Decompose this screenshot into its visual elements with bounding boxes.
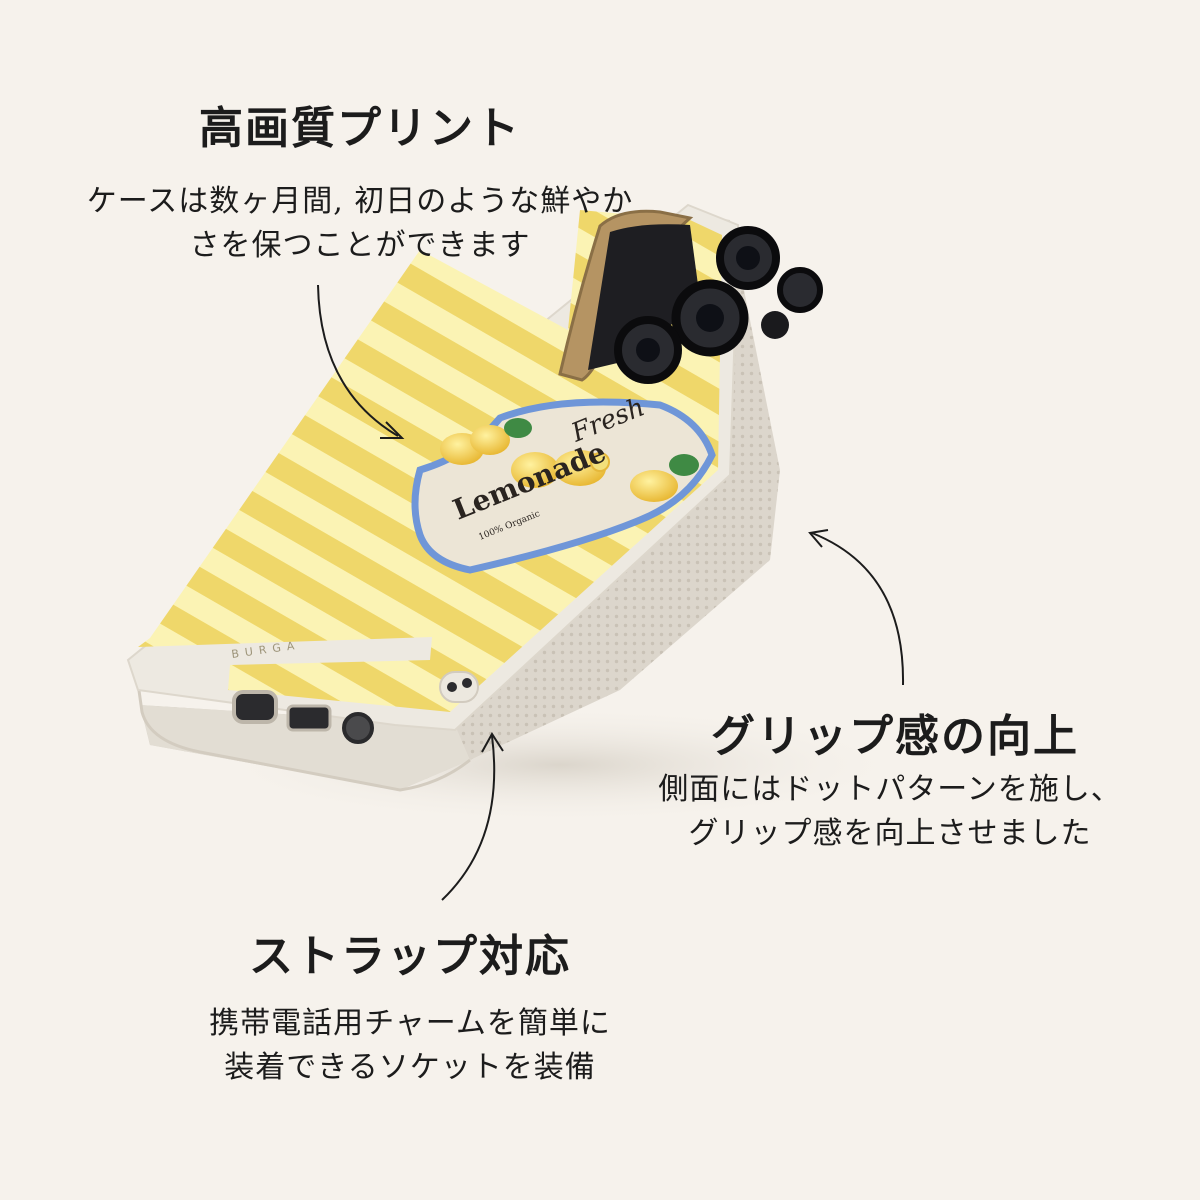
- feature-description-line: 側面にはドットパターンを施し、: [658, 772, 1122, 807]
- feature-description-print: ケースは数ヶ月間, 初日のような鮮やか さを保つことができます: [40, 180, 680, 268]
- bottom-ports: [232, 690, 374, 744]
- arrow-strap: [441, 732, 504, 901]
- strap-socket: [439, 671, 479, 703]
- feature-description-line: 装着できるソケットを装備: [224, 1050, 596, 1085]
- case-side-grip: [140, 212, 780, 790]
- feature-description-strap: 携帯電話用チャームを簡単に 装着できるソケットを装備: [120, 1002, 700, 1090]
- lemonade-label: Fresh Lemonade 100% Organic: [411, 392, 716, 574]
- feature-description-line: さを保つことができます: [189, 228, 531, 263]
- case-bottom-outline: [133, 661, 471, 792]
- feature-description-line: 携帯電話用チャームを簡単に: [209, 1006, 611, 1041]
- arrow-grip: [808, 529, 905, 686]
- feature-heading-print: 高画質プリント: [199, 103, 521, 154]
- lemon-illustration-center: [511, 450, 610, 488]
- feature-heading-grip: グリップ感の向上: [711, 711, 1079, 762]
- feature-heading-strap: ストラップ対応: [249, 931, 571, 982]
- lemon-illustration-right: [630, 454, 699, 502]
- lemon-illustration-left: [440, 418, 532, 465]
- feature-description-line: ケースは数ヶ月間, 初日のような鮮やか: [86, 184, 634, 219]
- feature-description-line: グリップ感を向上させました: [688, 816, 1092, 851]
- arrow-print: [317, 284, 405, 439]
- camera-island: [588, 224, 700, 370]
- camera-lenses: [614, 226, 823, 384]
- feature-description-grip: 側面にはドットパターンを施し、 グリップ感を向上させました: [600, 768, 1180, 856]
